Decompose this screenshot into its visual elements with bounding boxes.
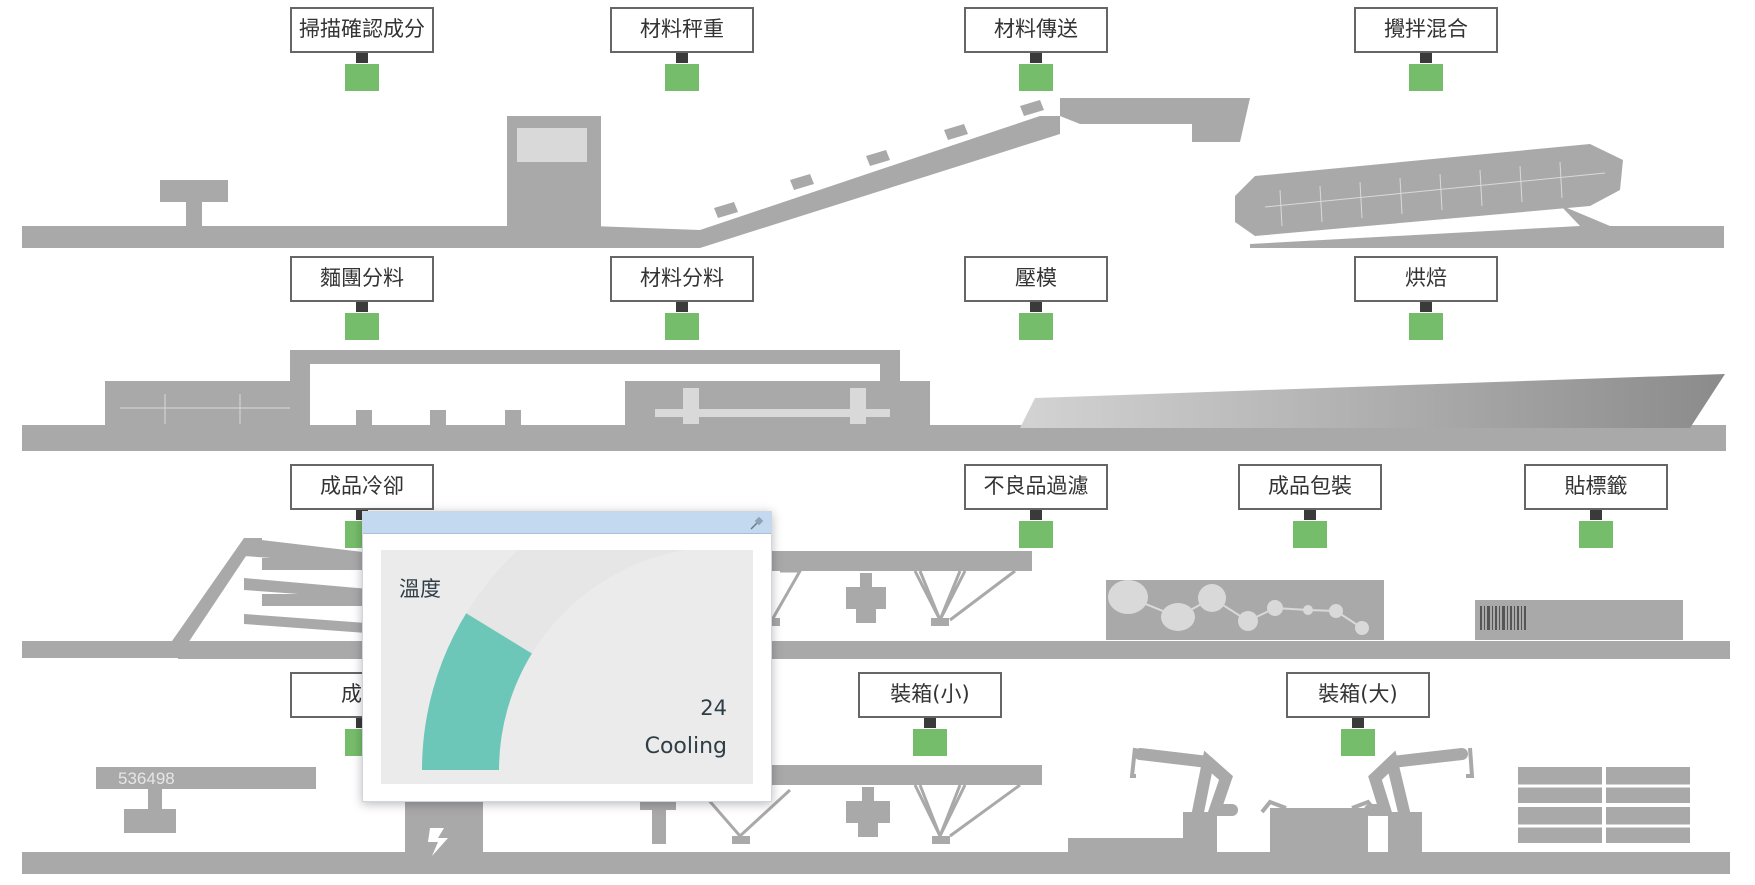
status-indicator-dough-divide[interactable] bbox=[345, 313, 379, 340]
cooling-unit bbox=[405, 795, 483, 855]
station-connector-scan bbox=[356, 53, 368, 63]
row1-machines bbox=[22, 98, 1724, 248]
conveyor-base bbox=[22, 852, 1730, 874]
station-label-mix[interactable]: 攪拌混合 bbox=[1354, 7, 1498, 53]
production-counter: 536498 bbox=[118, 769, 175, 788]
status-indicator-press[interactable] bbox=[1019, 313, 1053, 340]
status-indicator-scan[interactable] bbox=[345, 64, 379, 91]
status-indicator-mix[interactable] bbox=[1409, 64, 1443, 91]
nozzle-1 bbox=[356, 410, 372, 428]
station-label-label[interactable]: 貼標籤 bbox=[1524, 464, 1668, 510]
temperature-gauge bbox=[422, 550, 686, 770]
scale-display bbox=[517, 128, 587, 162]
scanner-post bbox=[186, 200, 202, 228]
temperature-popup[interactable]: 溫度 24 Cooling bbox=[362, 511, 772, 802]
press-machine bbox=[625, 381, 930, 427]
station-label-press[interactable]: 壓模 bbox=[964, 256, 1108, 302]
station-connector-package bbox=[1304, 510, 1316, 520]
station-label-dough-divide[interactable]: 麵團分料 bbox=[290, 256, 434, 302]
cooling-shelf bbox=[262, 558, 380, 570]
robot-arm-left bbox=[1134, 748, 1238, 818]
bolt-icon bbox=[428, 828, 448, 856]
dough-divider-box bbox=[105, 381, 310, 427]
box-small-beam bbox=[760, 765, 1042, 785]
carton bbox=[1270, 808, 1368, 854]
status-indicator-label[interactable] bbox=[1579, 521, 1613, 548]
counter-bar bbox=[96, 767, 316, 789]
status-indicator-box-large[interactable] bbox=[1341, 729, 1375, 756]
gauge-panel bbox=[381, 550, 753, 784]
pin-icon[interactable] bbox=[749, 515, 765, 531]
nozzle-2 bbox=[430, 410, 446, 428]
mixer-grid bbox=[1264, 161, 1606, 227]
filter-beam bbox=[770, 551, 1032, 571]
station-label-cool[interactable]: 成品冷卻 bbox=[290, 464, 434, 510]
conveyor-base bbox=[22, 226, 592, 248]
status-indicator-weigh[interactable] bbox=[665, 64, 699, 91]
gauge-fill bbox=[422, 613, 532, 770]
transfer-chute bbox=[1060, 98, 1250, 142]
row4-machines bbox=[22, 765, 1730, 874]
station-label-bake[interactable]: 烘焙 bbox=[1354, 256, 1498, 302]
station-label-box-large[interactable]: 裝箱(大) bbox=[1286, 672, 1430, 718]
oven bbox=[1020, 374, 1725, 428]
station-label-package[interactable]: 成品包裝 bbox=[1238, 464, 1382, 510]
mixer-drum bbox=[1235, 144, 1623, 236]
overhead-rail bbox=[290, 350, 900, 428]
station-connector-bake bbox=[1420, 302, 1432, 312]
station-connector-filter bbox=[1030, 510, 1042, 520]
gauge-title: 溫度 bbox=[399, 577, 441, 601]
scanner-head bbox=[160, 180, 228, 202]
station-connector-dough-divide bbox=[356, 302, 368, 312]
conveyor-cleats bbox=[714, 100, 1044, 218]
row2-machines bbox=[22, 350, 1726, 451]
status-indicator-transfer[interactable] bbox=[1019, 64, 1053, 91]
conveyor-base bbox=[22, 425, 1726, 451]
station-connector-label bbox=[1590, 510, 1602, 520]
cooling-rack-3 bbox=[244, 614, 380, 634]
station-label-scan[interactable]: 掃描確認成分 bbox=[290, 7, 434, 53]
station-connector-box-small bbox=[924, 718, 936, 728]
popup-titlebar[interactable] bbox=[363, 512, 771, 534]
station-label-material-divide[interactable]: 材料分料 bbox=[610, 256, 754, 302]
station-label-transfer[interactable]: 材料傳送 bbox=[964, 7, 1108, 53]
status-indicator-material-divide[interactable] bbox=[665, 313, 699, 340]
robot-arm-right bbox=[1364, 748, 1468, 818]
gauge-status: Cooling bbox=[644, 734, 727, 759]
station-connector-weigh bbox=[676, 53, 688, 63]
row3-machines bbox=[22, 538, 1730, 659]
mixer-stand bbox=[1250, 205, 1724, 248]
status-indicator-package[interactable] bbox=[1293, 521, 1327, 548]
station-label-filter[interactable]: 不良品過濾 bbox=[964, 464, 1108, 510]
station-label-weigh[interactable]: 材料秤重 bbox=[610, 7, 754, 53]
station-connector-mix bbox=[1420, 53, 1432, 63]
status-indicator-filter[interactable] bbox=[1019, 521, 1053, 548]
cooling-ramp bbox=[22, 538, 262, 658]
station-connector-transfer bbox=[1030, 53, 1042, 63]
nozzle-3 bbox=[505, 410, 521, 428]
station-connector-box-large bbox=[1352, 718, 1364, 728]
station-connector-press bbox=[1030, 302, 1042, 312]
status-indicator-box-small[interactable] bbox=[913, 729, 947, 756]
station-label-box-small[interactable]: 裝箱(小) bbox=[858, 672, 1002, 718]
barcode bbox=[1480, 606, 1526, 630]
labeler bbox=[1475, 600, 1683, 640]
status-indicator-bake[interactable] bbox=[1409, 313, 1443, 340]
station-connector-material-divide bbox=[676, 302, 688, 312]
gauge-value: 24 bbox=[700, 696, 727, 720]
inclined-conveyor bbox=[592, 116, 1060, 248]
